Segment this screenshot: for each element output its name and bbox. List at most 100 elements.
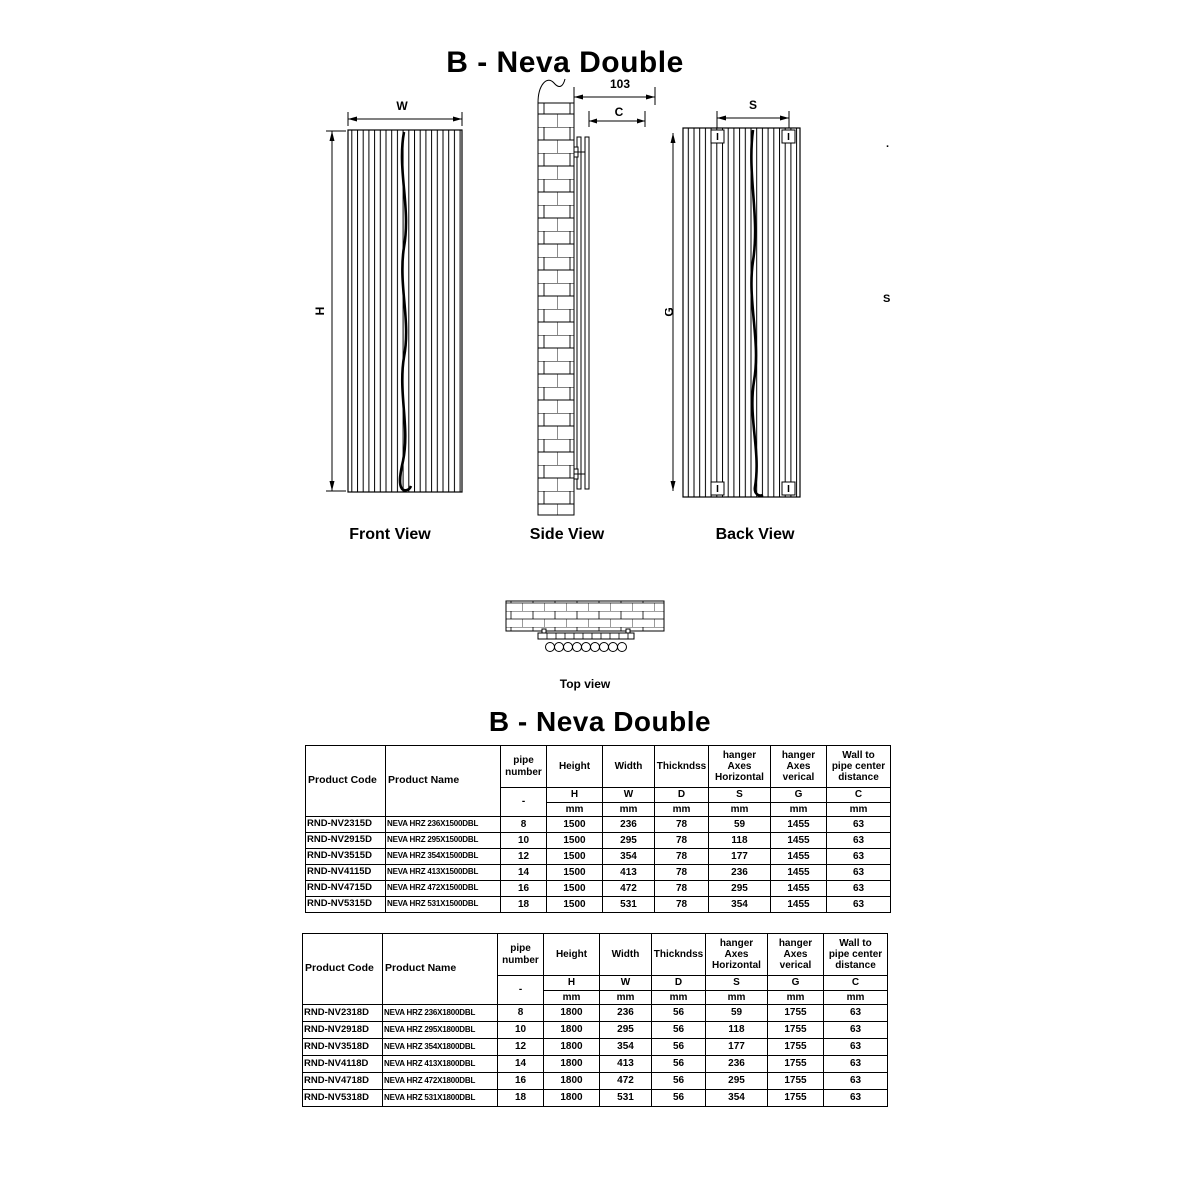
table-cell: 63 xyxy=(823,1038,888,1056)
table-cell: NEVA HRZ 295X1800DBL xyxy=(382,1021,498,1039)
table-cell: 1755 xyxy=(767,1021,824,1039)
side-wall xyxy=(537,78,575,516)
col-height: Height xyxy=(543,933,600,976)
back-cable xyxy=(750,129,764,497)
table-cell: 177 xyxy=(705,1038,768,1056)
front-dim-width-label: W xyxy=(396,99,408,113)
spec-table-1800: Product Code Product Name pipe number He… xyxy=(302,933,888,1107)
side-dim-103-label: 103 xyxy=(610,77,630,91)
col-product-name: Product Name xyxy=(385,745,501,817)
front-dim-height-label: H xyxy=(313,307,327,316)
table-cell: 1455 xyxy=(770,880,827,897)
back-dim-s: S xyxy=(716,98,790,129)
table-cell: 236 xyxy=(602,816,655,833)
table-cell: 56 xyxy=(651,1021,706,1039)
table-cell: 1800 xyxy=(543,1004,600,1022)
table-cell: NEVA HRZ 295X1500DBL xyxy=(385,832,501,849)
table-cell: 413 xyxy=(602,864,655,881)
margin-mark-dot: . xyxy=(886,138,890,150)
table-cell: RND-NV2915D xyxy=(305,832,386,849)
table-cell: 59 xyxy=(708,816,771,833)
table-cell: 118 xyxy=(708,832,771,849)
table-cell: 12 xyxy=(500,848,547,865)
table-cell: 56 xyxy=(651,1089,706,1107)
table-cell: 413 xyxy=(599,1055,652,1073)
table-cell: 16 xyxy=(497,1072,544,1090)
col-product-code: Product Code xyxy=(302,933,383,1005)
unit-cell: mm xyxy=(602,802,655,817)
table-cell: 295 xyxy=(599,1021,652,1039)
unit-cell: mm xyxy=(823,990,888,1005)
table-cell: 10 xyxy=(497,1021,544,1039)
table-cell: RND-NV2918D xyxy=(302,1021,383,1039)
back-hanger-brackets xyxy=(710,129,796,496)
table-cell: 1455 xyxy=(770,832,827,849)
col-letter-c: C xyxy=(826,787,891,803)
table-cell: 472 xyxy=(599,1072,652,1090)
col-wall-distance: Wall to pipe center distance xyxy=(823,933,888,976)
spec-table-1500: Product Code Product Name pipe number He… xyxy=(305,745,891,913)
back-view-label: Back View xyxy=(715,526,795,543)
page-title: B - Neva Double xyxy=(446,46,684,79)
table-cell: RND-NV2318D xyxy=(302,1004,383,1022)
table-cell: 236 xyxy=(708,864,771,881)
side-radiator-profile xyxy=(576,136,590,490)
margin-mark-letter: S xyxy=(883,293,891,305)
table-cell: 118 xyxy=(705,1021,768,1039)
unit-cell: mm xyxy=(826,802,891,817)
top-tube-row xyxy=(545,642,627,652)
col-letter-c: C xyxy=(823,975,888,991)
table-cell: NEVA HRZ 531X1500DBL xyxy=(385,896,501,913)
back-dim-g: G xyxy=(665,133,676,491)
table-cell: 1755 xyxy=(767,1004,824,1022)
table-cell: 1755 xyxy=(767,1089,824,1107)
table-cell: 63 xyxy=(823,1055,888,1073)
table-cell: 78 xyxy=(654,864,709,881)
table-cell: 8 xyxy=(497,1004,544,1022)
col-letter-w: W xyxy=(602,787,655,803)
front-view-drawing: W H xyxy=(313,99,463,493)
table-cell: 63 xyxy=(826,864,891,881)
top-wall-section xyxy=(505,600,665,632)
table-cell: RND-NV3518D xyxy=(302,1038,383,1056)
table-cell: 295 xyxy=(602,832,655,849)
table-cell: 1455 xyxy=(770,896,827,913)
col-product-code: Product Code xyxy=(305,745,386,817)
side-view-label: Side View xyxy=(529,526,605,543)
table-cell: 531 xyxy=(599,1089,652,1107)
table-cell: 177 xyxy=(708,848,771,865)
col-wall-distance: Wall to pipe center distance xyxy=(826,745,891,788)
table-cell: 1800 xyxy=(543,1089,600,1107)
table-cell: 236 xyxy=(705,1055,768,1073)
unit-cell: mm xyxy=(543,990,600,1005)
table-cell: 354 xyxy=(599,1038,652,1056)
table-cell: 1755 xyxy=(767,1055,824,1073)
col-height: Height xyxy=(546,745,603,788)
table-cell: 12 xyxy=(497,1038,544,1056)
top-radiator-section xyxy=(537,628,635,640)
table-cell: 236 xyxy=(599,1004,652,1022)
table-cell: 63 xyxy=(823,1089,888,1107)
table-cell: 14 xyxy=(500,864,547,881)
side-dim-c: C xyxy=(588,105,646,127)
table-cell: RND-NV2315D xyxy=(305,816,386,833)
table-cell: 63 xyxy=(826,832,891,849)
table-cell: NEVA HRZ 236X1500DBL xyxy=(385,816,501,833)
col-pipe-number: pipe number xyxy=(497,933,544,976)
col-letter-s: S xyxy=(708,787,771,803)
table-section-title: B - Neva Double xyxy=(488,706,712,737)
side-view-drawing: 103 C xyxy=(537,77,656,516)
table-cell: 1755 xyxy=(767,1038,824,1056)
table-cell: 14 xyxy=(497,1055,544,1073)
col-letter-g: G xyxy=(767,975,824,991)
table-cell: 1455 xyxy=(770,848,827,865)
table-cell: RND-NV4118D xyxy=(302,1055,383,1073)
table-cell: NEVA HRZ 236X1800DBL xyxy=(382,1004,498,1022)
table-cell: RND-NV4715D xyxy=(305,880,386,897)
